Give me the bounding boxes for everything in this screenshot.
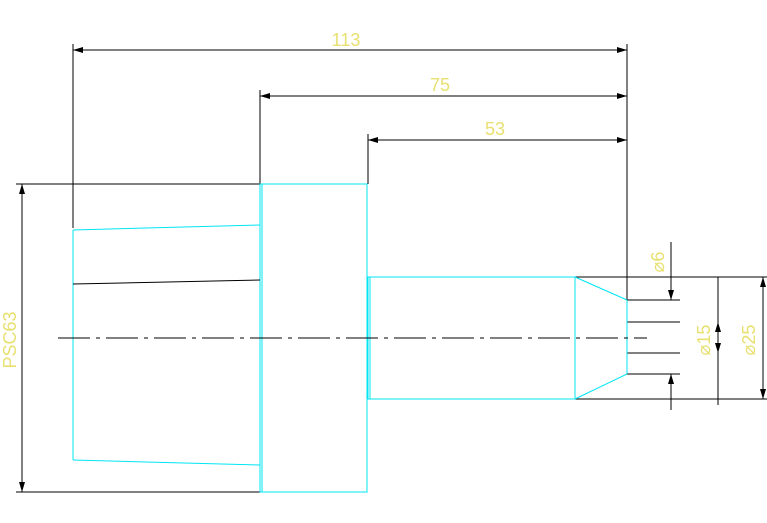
- internal-thread-line: [72, 279, 261, 285]
- dimension-lines: [19, 47, 766, 492]
- dim-text-bore-diameter: ⌀15: [694, 325, 714, 356]
- dim-text-shaft-length: 53: [485, 119, 505, 139]
- dim-text-hole-diameter: ⌀6: [648, 252, 668, 273]
- dim-text-overall-length: 113: [332, 30, 361, 50]
- dim-text-middle-length: 75: [430, 75, 450, 95]
- dim-text-shaft-diameter: ⌀25: [739, 325, 759, 356]
- dim-text-psc-size: PSC63: [0, 311, 20, 368]
